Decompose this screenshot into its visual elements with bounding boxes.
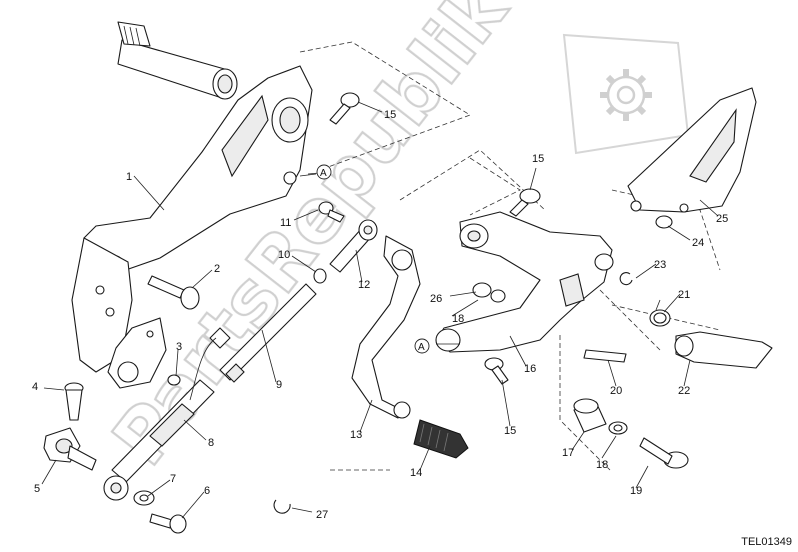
callout-12: 12: [358, 279, 370, 291]
callout-2: 2: [214, 263, 220, 275]
callout-13: 13: [350, 429, 362, 441]
callout-9: 9: [276, 379, 282, 391]
part-26-washer: [472, 282, 492, 298]
callout-7: 7: [170, 473, 176, 485]
callout-6: 6: [204, 485, 210, 497]
part-18-washer-lower: [608, 421, 628, 435]
part-6-bolt: [149, 513, 187, 534]
shift-mount-plate: [107, 317, 167, 389]
callout-21: 21: [678, 289, 690, 301]
part-15-bolt-upper: [329, 92, 360, 125]
gear-icon: [562, 33, 690, 155]
part-16-right-bracket: [435, 211, 614, 353]
callout-18a: 18: [452, 313, 464, 325]
part-11-screw: [318, 201, 345, 223]
part-19-pivot-bolt: [639, 437, 689, 469]
callout-3: 3: [176, 341, 182, 353]
callout-16: 16: [524, 363, 536, 375]
callout-1: 1: [126, 171, 132, 183]
callout-19: 19: [630, 485, 642, 497]
callout-14: 14: [410, 467, 422, 479]
part-2-bolt: [147, 275, 200, 310]
part-4-screw: [64, 382, 84, 421]
part-10-bushing: [313, 268, 327, 284]
part-25-heel-guard: [627, 87, 757, 213]
callout-15a: 15: [384, 109, 396, 121]
callout-8: 8: [208, 437, 214, 449]
part-24-screw: [655, 215, 673, 229]
part-1-footpeg-bracket: [71, 21, 313, 373]
callout-23: 23: [654, 259, 666, 271]
reference-marker-a-lower-label: A: [418, 342, 425, 353]
part-15-bolt-middle: [509, 188, 541, 217]
callout-20: 20: [610, 385, 622, 397]
reference-marker-a-upper: A: [299, 164, 332, 180]
part-21-spring: [649, 299, 671, 327]
part-9-shift-rod: [189, 283, 317, 401]
callout-18b: 18: [596, 459, 608, 471]
part-20-pin: [583, 349, 627, 363]
reference-marker-a-upper-label: A: [320, 168, 327, 179]
part-3-pin: [167, 374, 181, 386]
callout-15c: 15: [504, 425, 516, 437]
callout-24: 24: [692, 237, 704, 249]
callout-22: 22: [678, 385, 690, 397]
callout-numbers: 1 2 3 4 5 6 7 8 9 10 11 12 13 14 15 15 1…: [32, 109, 728, 521]
callout-17: 17: [562, 447, 574, 459]
part-22-passenger-peg: [674, 331, 773, 369]
callout-26: 26: [430, 293, 442, 305]
part-12-link-rod: [329, 219, 378, 273]
part-17-bushing: [573, 398, 607, 433]
part-27-clip: [273, 499, 291, 514]
callout-15b: 15: [532, 153, 544, 165]
part-5-rod-end: [43, 427, 97, 471]
part-13-shift-lever: [351, 235, 421, 419]
callout-11: 11: [280, 217, 291, 229]
callout-4: 4: [32, 381, 38, 393]
callout-25: 25: [716, 213, 728, 225]
callout-10: 10: [278, 249, 290, 261]
part-14-peg-rubber: [413, 419, 469, 459]
part-15-bolt-lower: [484, 357, 509, 385]
callout-27: 27: [316, 509, 328, 521]
part-8-adjuster-rod: [103, 379, 215, 501]
drawing-code: TEL01349: [741, 536, 792, 548]
part-7-washer: [133, 490, 155, 506]
reference-marker-a-lower: A: [414, 338, 430, 354]
part-23-circlip: [619, 272, 633, 286]
peg-end-grooves: [117, 21, 151, 47]
callout-5: 5: [34, 483, 40, 495]
